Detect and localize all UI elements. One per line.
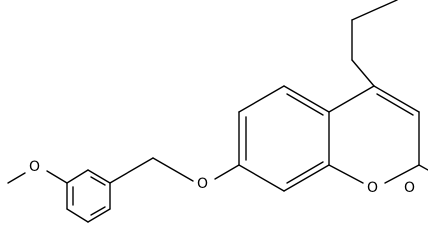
bond-benzene-5 [87,169,111,184]
atom-labels: O O O O [29,159,415,196]
bond-benzo-2 [238,85,285,113]
bond-lines [7,0,428,223]
atom-label-methoxy-o: O [29,159,40,175]
bond-benzo-5 [283,164,330,192]
atom-label-ether-o: O [197,176,208,192]
bond-o-coumarin [214,164,240,180]
bond-pyranone-2 [373,85,420,113]
bond-propyl-3 [351,0,398,21]
atom-label-ring-o: O [367,180,378,196]
bond-benzene-double-2 [90,206,106,216]
bond-pyranone-4 [384,164,420,184]
bond-ch2-o [152,157,194,182]
bond-benzene-double-3 [90,176,106,186]
bond-benzene-2 [66,208,89,223]
bond-benzo-double-2 [286,93,324,116]
bond-carbonyl-a [418,164,428,171]
bond-benzene-6 [66,169,89,184]
bond-benzo-3 [283,85,330,113]
bond-aryl-ch2 [109,157,154,184]
bond-benzo-double-3 [286,161,324,184]
bond-benzo-6 [238,164,285,192]
atom-label-carbonyl-o: O [404,180,415,196]
bond-pyranone-1 [328,85,375,113]
bond-pyranone-5 [328,164,364,184]
bond-pyranone-double [376,93,414,116]
bond-methyl-o [7,172,26,184]
bond-benzene-3 [87,208,111,223]
bond-propyl-1 [351,59,375,87]
bond-o-aryl [46,170,68,184]
